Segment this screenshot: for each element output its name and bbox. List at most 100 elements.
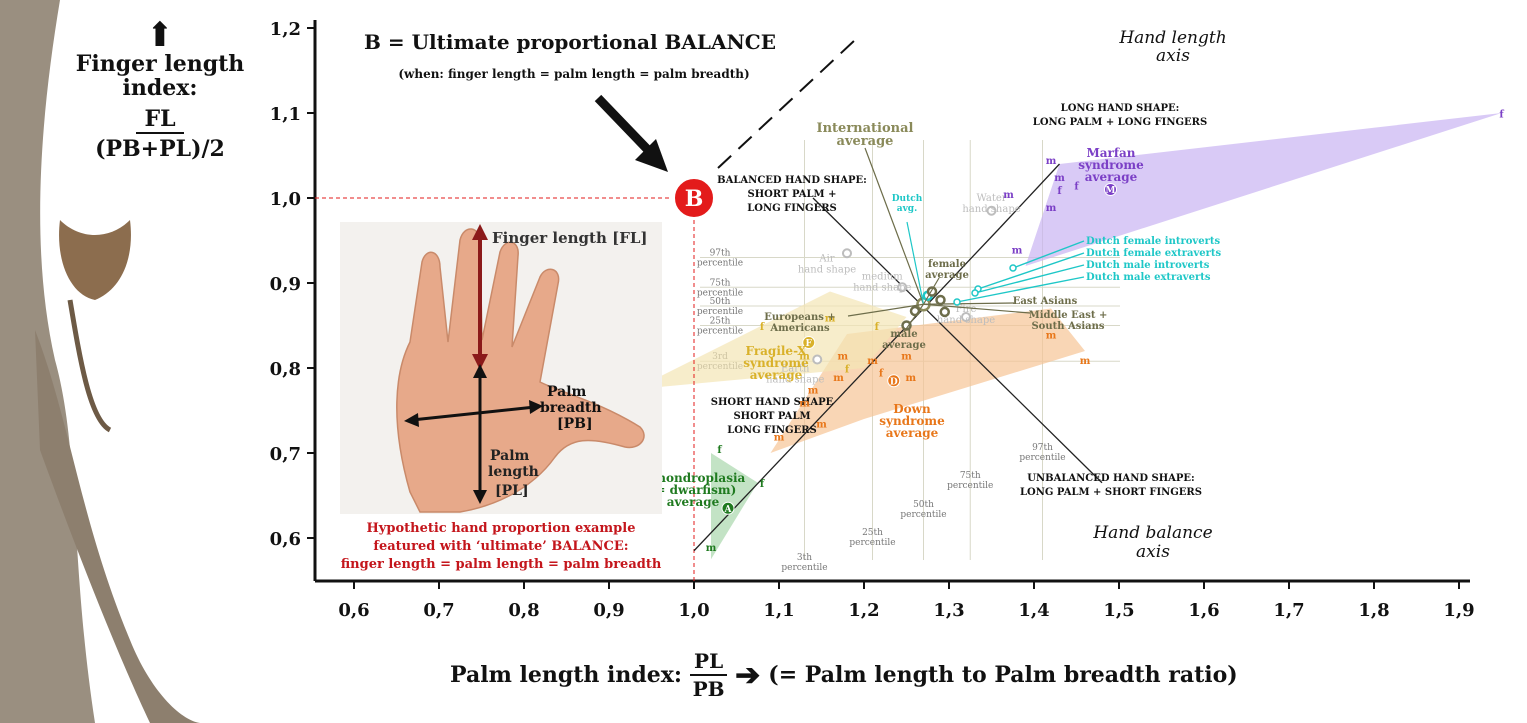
percentile-label-x-4-line1: 75th <box>960 471 981 481</box>
y-axis-title-line2: index: <box>122 75 198 101</box>
y-tick-label-3: 1,0 <box>270 189 301 210</box>
group-1-point-5: m <box>1003 190 1014 201</box>
dutch-leader-4 <box>956 276 1085 303</box>
dutch-label-2: Dutch female extraverts <box>1086 248 1222 259</box>
group-4-name-line1: Achondroplasia <box>640 471 746 485</box>
group-3-name-line2: syndrome <box>743 356 809 370</box>
dutch-leader-2 <box>977 252 1085 290</box>
group-area-4 <box>711 453 758 560</box>
y-tick-label-5: 0,8 <box>270 359 301 380</box>
balance-pointer-arrow <box>594 94 652 154</box>
quadrant-long-label-line1: LONG HAND SHAPE: <box>1061 103 1180 114</box>
y-tick-label-4: 0,9 <box>270 274 301 295</box>
group-2-point-7: m <box>905 373 916 384</box>
population-marker-6 <box>935 294 946 306</box>
percentile-label-x-3-line1: 50th <box>913 500 934 510</box>
group-3-point-1: m <box>825 313 836 324</box>
hand-length-axis-label-line1: Hand length <box>1118 28 1226 48</box>
population-label-7-line2: South Asians <box>1031 321 1104 332</box>
x-tick-label-5: 1,0 <box>678 600 709 621</box>
right-arrow-icon: ➔ <box>735 657 761 693</box>
group-1-name-line1: Marfan <box>1086 146 1135 160</box>
percentile-label-x-2-line2: percentile <box>849 538 895 548</box>
quadrant-short-label-line3: LONG FINGERS <box>727 425 817 436</box>
hand-length-axis-line <box>693 227 1001 552</box>
group-1-average-marker <box>1104 183 1117 196</box>
palm-breadth-label-3: [PB] <box>557 416 593 432</box>
x-axis-formula: PL PB <box>690 648 728 702</box>
percentile-label-x-4-line2: percentile <box>947 481 993 491</box>
population-label-1-line1: International <box>817 121 914 136</box>
hand-balance-axis-label-line2: axis <box>1136 542 1170 562</box>
population-leader-4 <box>903 303 924 333</box>
group-4-average-letter: A <box>724 505 733 515</box>
group-1-point-4: f <box>1057 186 1062 197</box>
x-tick-label-11: 1,6 <box>1188 600 1219 621</box>
group-2-point-8: m <box>833 373 844 384</box>
group-1-point-7: m <box>1012 245 1023 256</box>
group-area-3 <box>634 291 907 390</box>
hand-shape-label-1-line2: hand shape <box>962 204 1020 215</box>
dutch-label-3: Dutch male introverts <box>1086 260 1210 271</box>
hand-shape-label-2-line2: hand shape <box>798 264 856 275</box>
palm-breadth-arrow <box>411 405 536 422</box>
hand-shape-label-3-line2: hand shape <box>853 282 911 293</box>
palm-breadth-label-2: breadth <box>540 400 602 416</box>
quadrant-balanced-label-line3: LONG FINGERS <box>747 203 837 214</box>
x-tick-label-2: 0,7 <box>423 600 454 621</box>
hand-shape-label-2-line1: Air <box>818 253 834 264</box>
balance-dashed-extension <box>717 39 856 169</box>
group-2-point-2: m <box>1080 356 1091 367</box>
chart-title: B = Ultimate proportional BALANCE <box>364 30 776 54</box>
percentile-label-x-1-line2: percentile <box>781 563 827 573</box>
group-area-1 <box>1025 113 1502 266</box>
up-arrow-icon: ⬆ <box>145 15 175 55</box>
palm-length-label-3: [PL] <box>495 483 529 499</box>
hand-shape-label-3-line1: medium <box>862 271 903 282</box>
marsupial-icon <box>59 220 131 300</box>
hand-length-axis-label-line2: axis <box>1156 46 1190 66</box>
population-marker-5 <box>909 305 921 317</box>
group-3-point-5: f <box>845 364 850 375</box>
dutch-leader-1 <box>1012 240 1085 269</box>
population-leader-7 <box>923 303 1031 314</box>
population-marker-4 <box>901 320 912 331</box>
hand-illustration: Finger length [FL] Palm breadth [PB] Pal… <box>340 222 662 514</box>
population-label-2-line1: Dutch <box>892 194 923 204</box>
group-4-name-line2: (= dwarfism) <box>650 483 737 497</box>
population-label-5-line2: Americans <box>769 323 830 334</box>
dutch-label-4: Dutch male extraverts <box>1086 272 1211 283</box>
chart-subtitle: (when: finger length = palm length = pal… <box>398 67 749 81</box>
x-tick-label-1: 0,6 <box>338 600 369 621</box>
x-tick-label-13: 1,8 <box>1358 600 1389 621</box>
group-4-name-line3: average <box>667 495 720 509</box>
population-label-1-line2: average <box>837 134 894 149</box>
group-2-point-10: m <box>799 398 810 409</box>
group-4-point-1: f <box>717 445 722 456</box>
hand-shape-label-4-line2: hand shape <box>937 315 995 326</box>
population-leader-5 <box>847 303 924 317</box>
population-leader-6 <box>923 302 1015 305</box>
group-3-average-marker <box>802 336 816 349</box>
quadrant-balanced-label-line1: BALANCED HAND SHAPE: <box>717 175 867 186</box>
group-1-average-letter: M <box>1106 186 1116 196</box>
quadrant-long-label-line2: LONG PALM + LONG FINGERS <box>1033 117 1207 128</box>
dutch-marker-3 <box>971 289 979 297</box>
quadrant-unbalanced-label-line1: UNBALANCED HAND SHAPE: <box>1027 473 1195 484</box>
y-axis-formula-numerator: FL <box>136 106 184 134</box>
hand-shape-label-5-line2: hand shape <box>766 375 824 386</box>
group-1-point-2: m <box>1054 173 1065 184</box>
group-2-average-letter: D <box>890 377 898 387</box>
y-axis-title: ⬆ Finger length index: FL (PB+PL)/2 <box>70 18 250 162</box>
group-3-point-3: m <box>799 352 810 363</box>
quadrant-balanced-label-line2: SHORT PALM + <box>748 189 837 200</box>
balance-point-label: B <box>685 186 704 212</box>
x-tick-label-7: 1,2 <box>848 600 879 621</box>
percentile-label-x-2-line1: 25th <box>862 528 883 538</box>
group-2-point-5: m <box>837 352 848 363</box>
group-2-point-6: f <box>879 369 884 380</box>
population-leader-3 <box>922 277 940 305</box>
hand-icon <box>396 228 645 513</box>
palm-length-label-1: Palm <box>490 448 530 464</box>
x-tick-label-12: 1,7 <box>1273 600 1304 621</box>
